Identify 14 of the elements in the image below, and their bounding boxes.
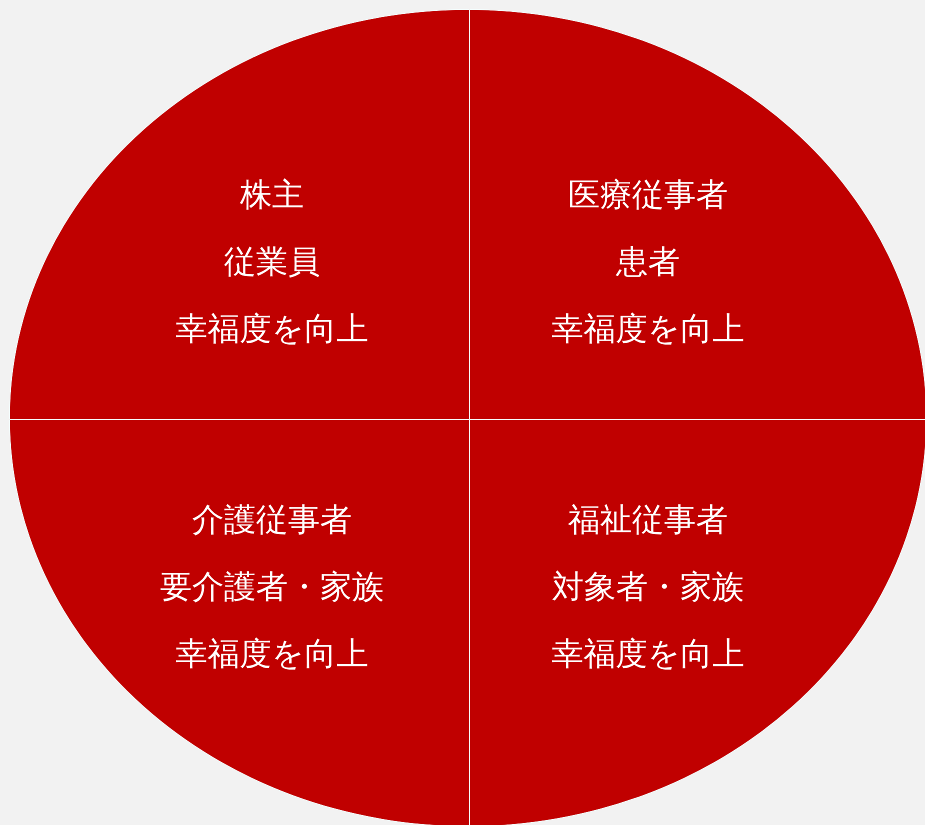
- quadrant-label: 株主: [240, 174, 304, 216]
- quadrant-label: 医療従事者: [568, 174, 728, 216]
- quadrant-label: 福祉従事者: [568, 500, 728, 540]
- quadrant-label: 患者: [616, 242, 680, 282]
- quadrant-segment: [470, 10, 925, 420]
- quadrant-label: 幸福度を向上: [176, 308, 368, 350]
- quadrant-segment: [10, 420, 470, 825]
- quadrant-label: 幸福度を向上: [176, 634, 368, 674]
- quadrant-label: 介護従事者: [192, 500, 352, 540]
- quadrant-label: 対象者・家族: [552, 566, 744, 608]
- quadrant-label: 要介護者・家族: [160, 566, 384, 608]
- quadrant-label: 従業員: [224, 242, 320, 282]
- quadrant-label: 幸福度を向上: [552, 308, 744, 350]
- quadrant-label: 幸福度を向上: [552, 634, 744, 674]
